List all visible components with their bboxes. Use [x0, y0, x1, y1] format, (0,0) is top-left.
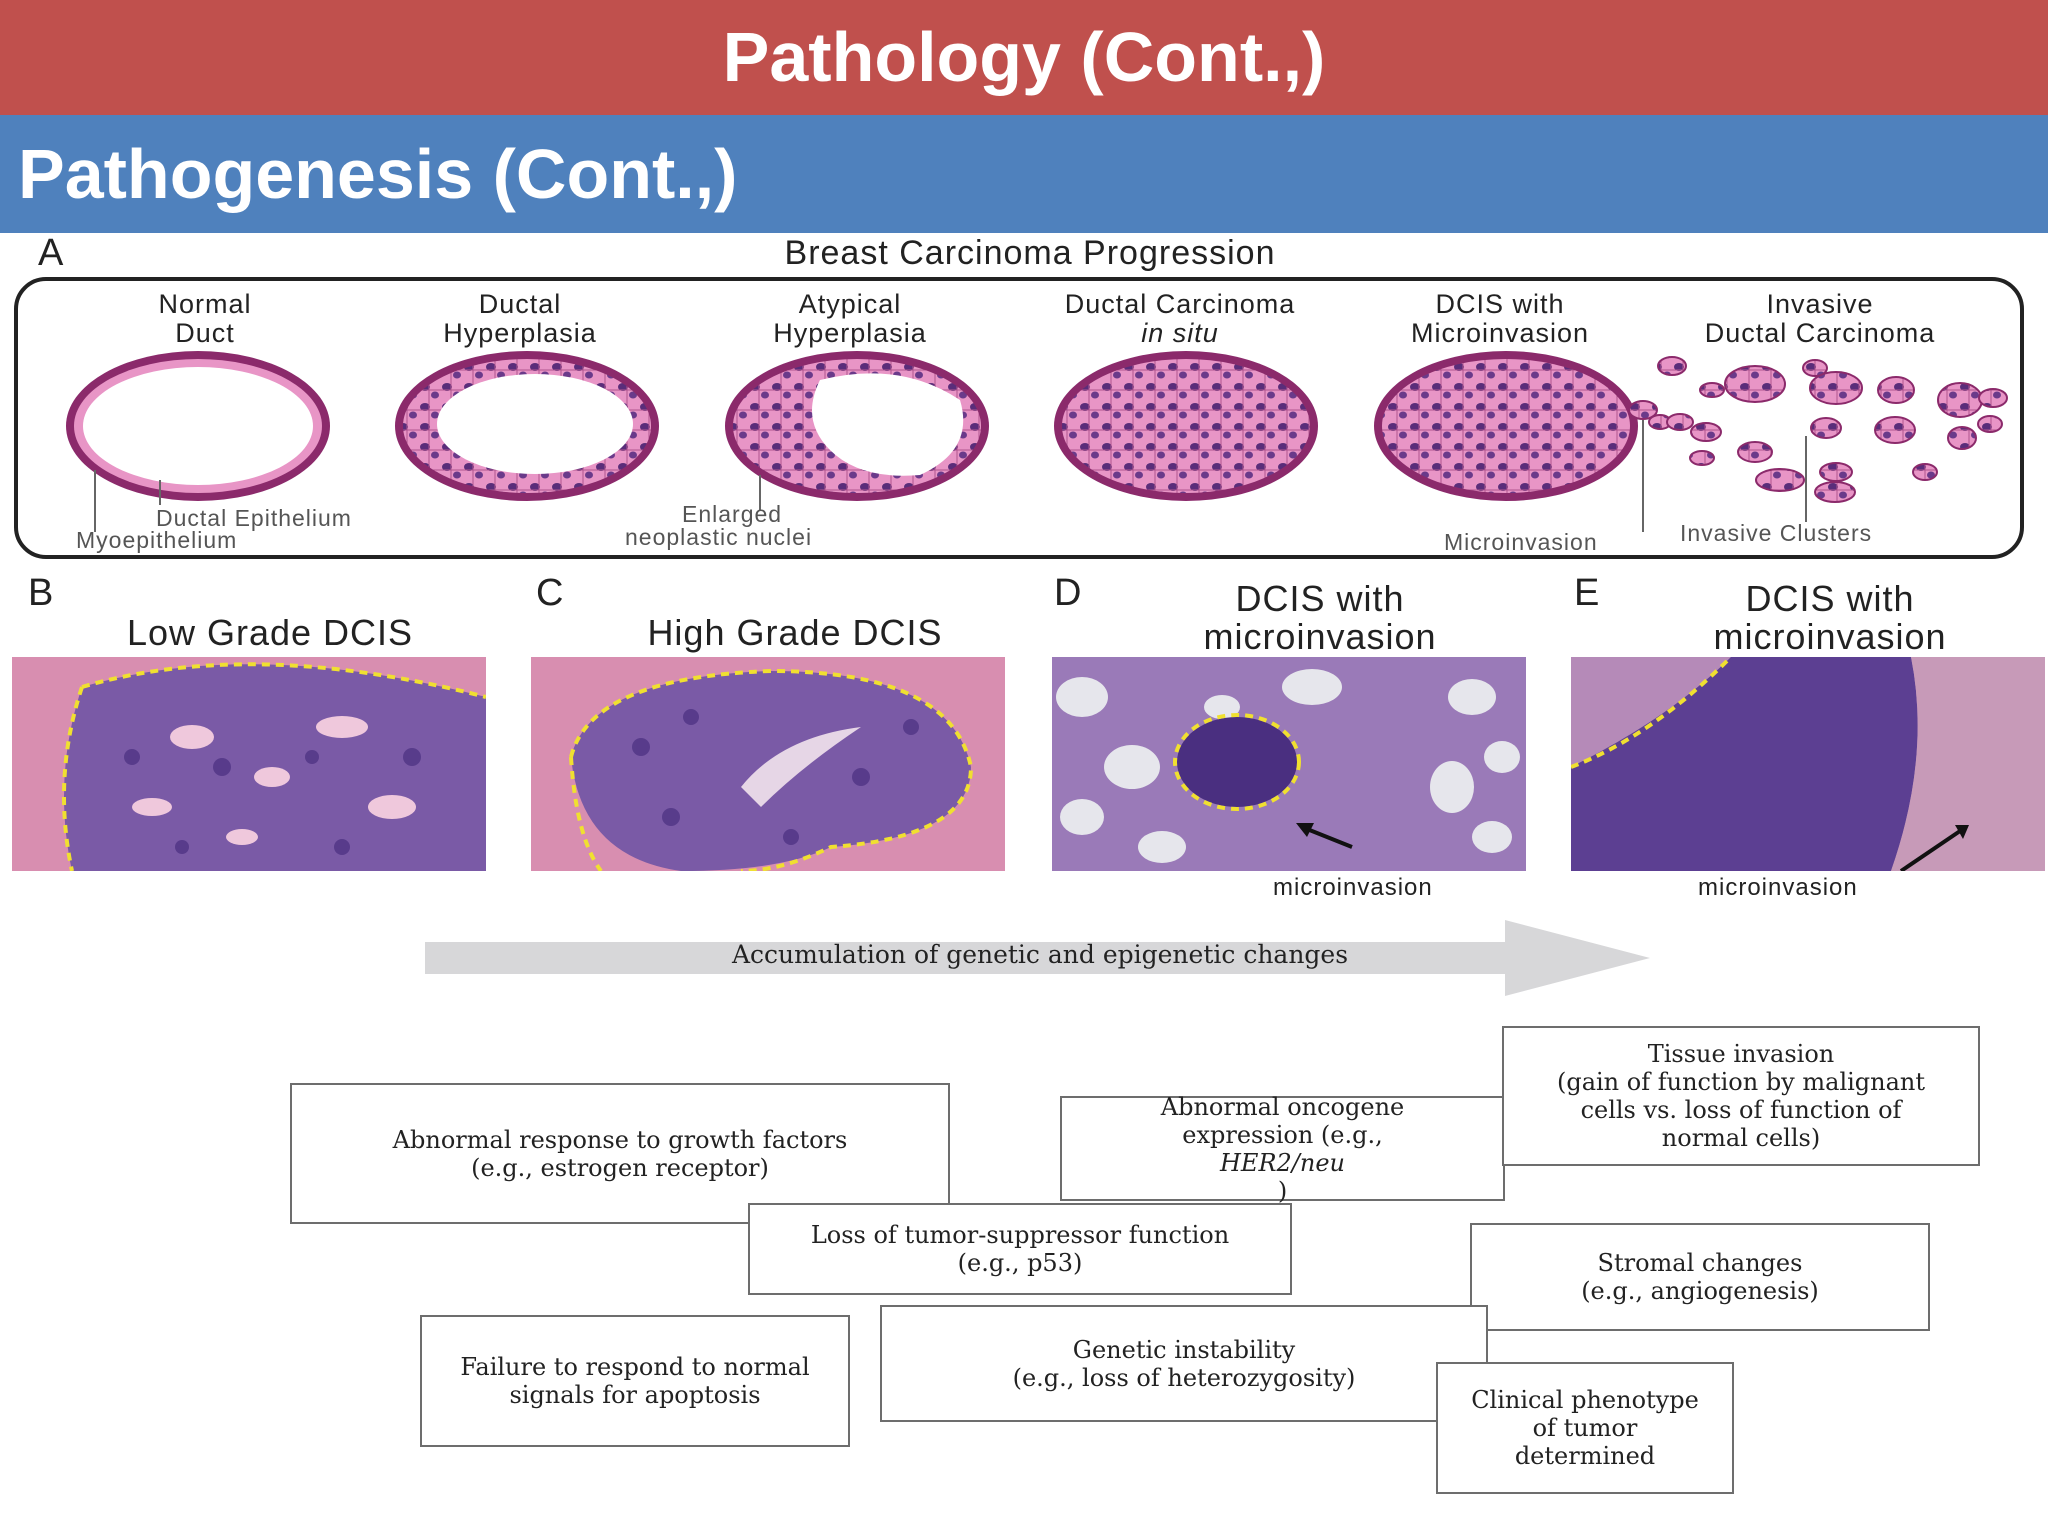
note-ductal-epithelium: Ductal Epithelium — [156, 505, 352, 531]
box-growth-factors: Abnormal response to growth factors(e.g.… — [290, 1083, 950, 1224]
accumulation-arrow-label: Accumulation of genetic and epigenetic c… — [731, 940, 1349, 969]
slide-title: Pathology (Cont.,) — [0, 0, 2048, 115]
box-genetic-instability: Genetic instability(e.g., loss of hetero… — [880, 1305, 1488, 1422]
micrograph-high-grade-dcis — [531, 657, 1005, 871]
micrograph-dcis-microinvasion-e — [1571, 657, 2045, 871]
micrograph-dcis-microinvasion-d — [1052, 657, 1526, 871]
slide-subtitle: Pathogenesis (Cont.,) — [0, 115, 2048, 233]
panel-letter-a: A — [38, 232, 64, 274]
box-tumor-suppressor: Loss of tumor-suppressor function(e.g., … — [748, 1203, 1292, 1295]
box-tissue-invasion: Tissue invasion(gain of function by mali… — [1502, 1026, 1980, 1166]
note-myoepithelium: Myoepithelium — [76, 527, 238, 553]
ductal-hyperplasia-duct — [395, 351, 659, 501]
panel-title-low-grade-dcis: Low Grade DCIS — [126, 612, 414, 653]
invasive-clusters — [1657, 356, 2008, 503]
box-stromal-changes: Stromal changes(e.g., angiogenesis) — [1470, 1223, 1930, 1331]
duct-progression-illustration — [66, 351, 2008, 532]
panel-letter-b: B — [28, 572, 54, 614]
normal-duct — [66, 351, 330, 501]
accumulation-arrow — [425, 920, 1650, 996]
panel-title-high-grade-dcis: High Grade DCIS — [647, 612, 943, 653]
progression-title: Breast Carcinoma Progression — [784, 234, 1276, 272]
progression-frame — [14, 277, 2024, 559]
atypical-hyperplasia-duct — [725, 351, 989, 501]
note-microinvasion: Microinvasion — [1444, 529, 1598, 555]
panel-letter-e: E — [1574, 572, 1600, 614]
note-neoplastic-nuclei: neoplastic nuclei — [625, 524, 813, 550]
note-enlarged: Enlarged — [682, 501, 783, 527]
caption-microinvasion-d: microinvasion — [1273, 874, 1433, 901]
panel-letter-c: C — [536, 572, 564, 614]
note-invasive-clusters: Invasive Clusters — [1680, 520, 1873, 546]
dcis-duct — [1054, 351, 1318, 501]
panel-letter-d: D — [1054, 572, 1082, 614]
dcis-microinvasion-duct — [1374, 351, 1672, 501]
caption-microinvasion-e: microinvasion — [1698, 874, 1858, 901]
micrograph-low-grade-dcis — [12, 657, 486, 871]
